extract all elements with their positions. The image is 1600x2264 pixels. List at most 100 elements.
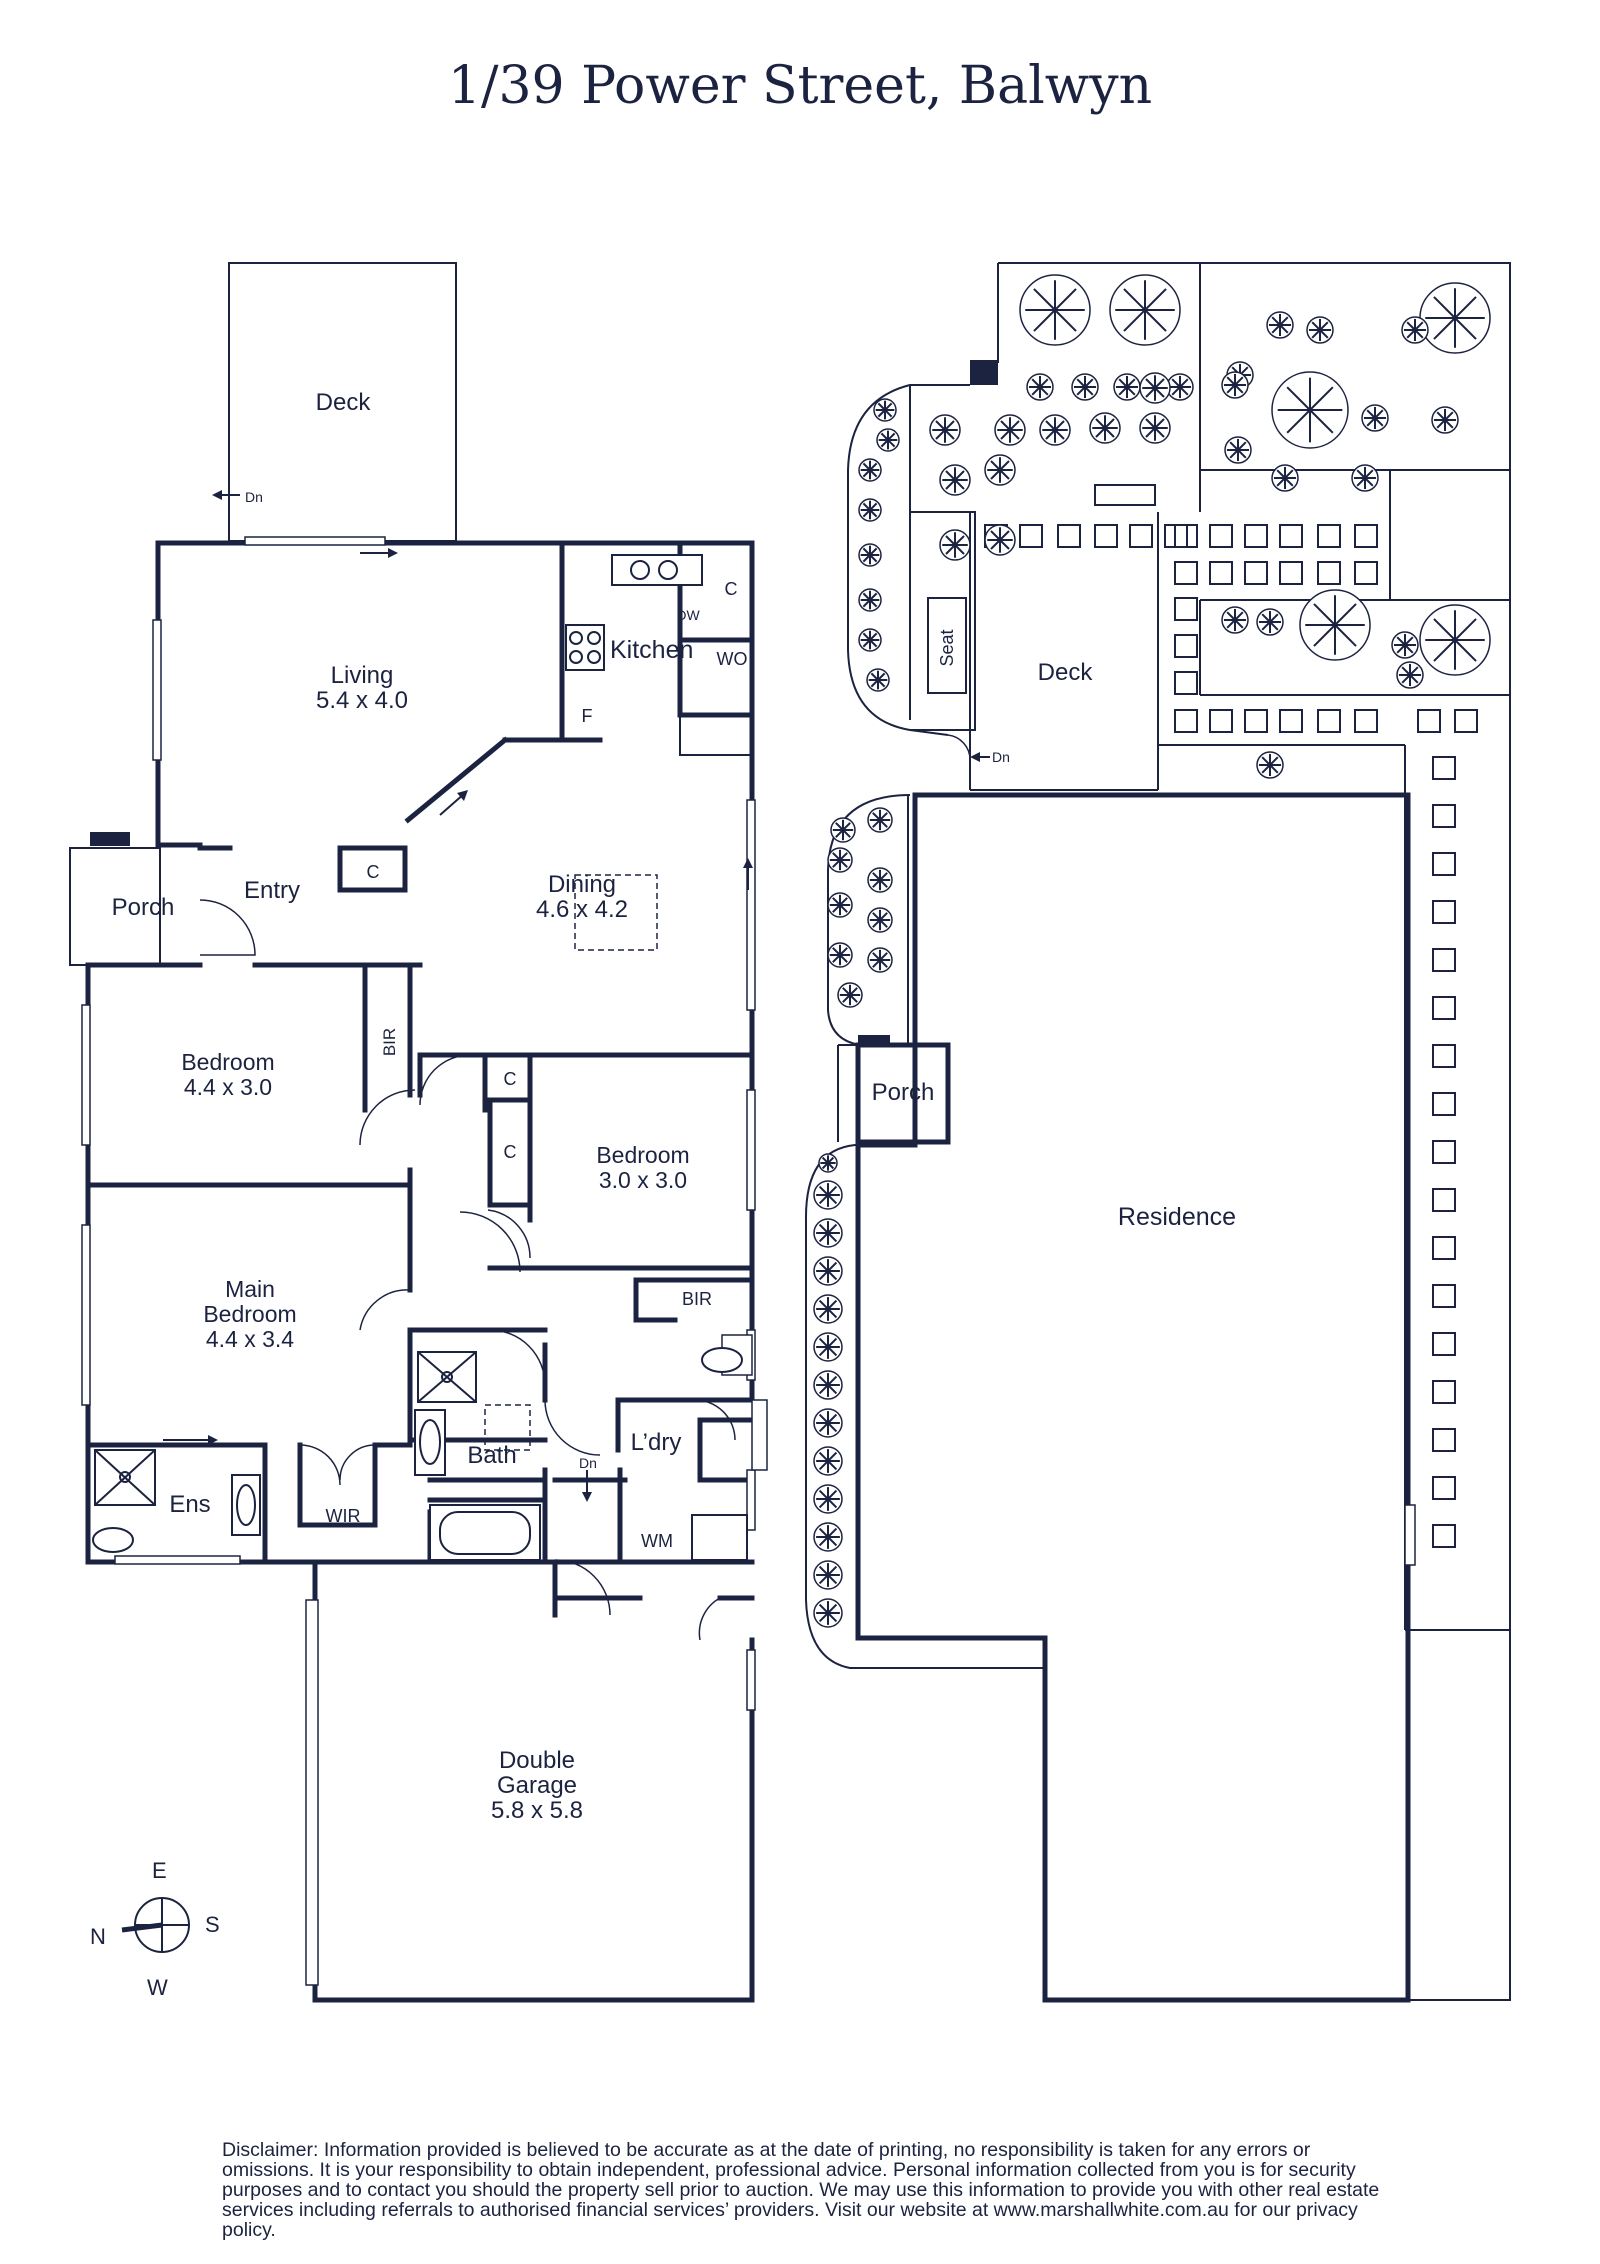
tree-icon — [929, 414, 961, 446]
tree-icon — [818, 1153, 838, 1173]
paver-tiles — [984, 524, 1478, 1548]
house-plan: Deck Dn Living 5.4 x 4.0 Kitchen DW C WO… — [69, 262, 768, 2003]
paver-tile — [1244, 709, 1268, 733]
tree-icon — [867, 947, 893, 973]
doors — [199, 899, 736, 1641]
porch-right-outline — [855, 1042, 951, 1145]
windows — [81, 536, 768, 1986]
seat-outline — [927, 597, 967, 694]
label-bedroom-2-dim: 3.0 x 3.0 — [599, 1167, 687, 1193]
tree-icon — [827, 847, 853, 873]
paver-tile — [1417, 709, 1441, 733]
tree-icon — [813, 1408, 843, 1438]
tree-icon — [1166, 373, 1194, 401]
paver-tile — [1174, 524, 1198, 548]
paver-tile — [1279, 524, 1303, 548]
paver-tile — [1209, 561, 1233, 585]
kitchen-fixtures — [565, 554, 752, 756]
tree-icon — [1109, 274, 1181, 346]
tree-icon — [837, 982, 863, 1008]
label-garage-1: Double — [499, 1747, 575, 1774]
label-bedroom-1: Bedroom — [181, 1049, 274, 1075]
paver-tile — [1432, 996, 1456, 1020]
label-bath: Bath — [467, 1442, 516, 1469]
tree-icon — [813, 1180, 843, 1210]
tree-icon — [876, 428, 900, 452]
label-ldry: L’dry — [631, 1429, 682, 1456]
tree-icon — [813, 1332, 843, 1362]
tree-icon — [1019, 274, 1091, 346]
tree-icon — [1401, 316, 1429, 344]
disclaimer-text: Disclaimer: Information provided is beli… — [222, 2139, 1380, 2241]
tree-icon — [873, 398, 897, 422]
tree-icon — [1139, 372, 1171, 404]
paver-tile — [1354, 524, 1378, 548]
toilet-icon — [92, 1527, 134, 1553]
label-garage-dim: 5.8 x 5.8 — [491, 1797, 583, 1824]
tree-icon — [994, 414, 1026, 446]
paver-tile — [1432, 1236, 1456, 1260]
paver-tile — [1432, 1044, 1456, 1068]
tree-icon — [1256, 751, 1284, 779]
tree-icon — [827, 892, 853, 918]
paver-tile — [1354, 561, 1378, 585]
bath-light — [484, 1404, 531, 1451]
label-dw: DW — [676, 607, 700, 623]
tree-icon — [867, 807, 893, 833]
tree-icon — [866, 668, 890, 692]
tree-icon — [813, 1446, 843, 1476]
label-living: Living — [331, 662, 394, 689]
label-dining-dim: 4.6 x 4.2 — [536, 896, 628, 923]
tree-icon — [939, 464, 971, 496]
porch-left-outline — [69, 847, 161, 966]
tree-icon — [1221, 371, 1249, 399]
paver-tile — [1279, 561, 1303, 585]
tree-icon — [1071, 373, 1099, 401]
label-wir: WIR — [326, 1506, 361, 1526]
label-f: F — [582, 706, 593, 726]
tree-icon — [1419, 282, 1491, 354]
label-wo: WO — [717, 649, 748, 669]
tree-icon — [1391, 631, 1419, 659]
sink-icon — [611, 554, 703, 586]
tree-icon — [1089, 412, 1121, 444]
paver-tile — [1174, 597, 1198, 621]
tree-icon — [858, 588, 882, 612]
label-garage-2: Garage — [497, 1772, 577, 1799]
tree-icon — [813, 1370, 843, 1400]
paver-tile — [1174, 671, 1198, 695]
tree-icon — [813, 1560, 843, 1590]
tree-icon — [1026, 373, 1054, 401]
paver-tile — [1432, 1332, 1456, 1356]
paver-tile — [1354, 709, 1378, 733]
paver-tile — [1432, 948, 1456, 972]
label-site-dn: Dn — [992, 749, 1010, 765]
compass: E S N W — [90, 1858, 220, 2000]
tree-icon — [1256, 608, 1284, 636]
label-bedroom-1-dim: 4.4 x 3.0 — [184, 1074, 272, 1100]
paver-tile — [1454, 709, 1478, 733]
paver-tile — [1432, 1188, 1456, 1212]
paver-tile — [1209, 709, 1233, 733]
label-site-deck: Deck — [1038, 659, 1094, 686]
tree-icon — [1221, 606, 1249, 634]
paver-tile — [1209, 524, 1233, 548]
room-labels: Deck Dn Living 5.4 x 4.0 Kitchen DW C WO… — [112, 389, 748, 1824]
tree-icon — [813, 1294, 843, 1324]
residence-outline — [855, 792, 1411, 2003]
tree-icon — [1224, 436, 1252, 464]
paver-tile — [1174, 634, 1198, 658]
cooktop-icon — [565, 624, 605, 671]
tree-icon — [867, 867, 893, 893]
tree-icon — [858, 543, 882, 567]
label-kitchen: Kitchen — [610, 636, 693, 664]
tree-icon — [858, 458, 882, 482]
tree-icon — [984, 524, 1016, 556]
tree-icon — [813, 1484, 843, 1514]
label-c-hall-2: C — [504, 1142, 517, 1162]
tree-icon — [939, 529, 971, 561]
tree-icon — [813, 1256, 843, 1286]
label-residence: Residence — [1118, 1203, 1236, 1231]
tree-icon — [1113, 373, 1141, 401]
tree-icon — [1351, 464, 1379, 492]
